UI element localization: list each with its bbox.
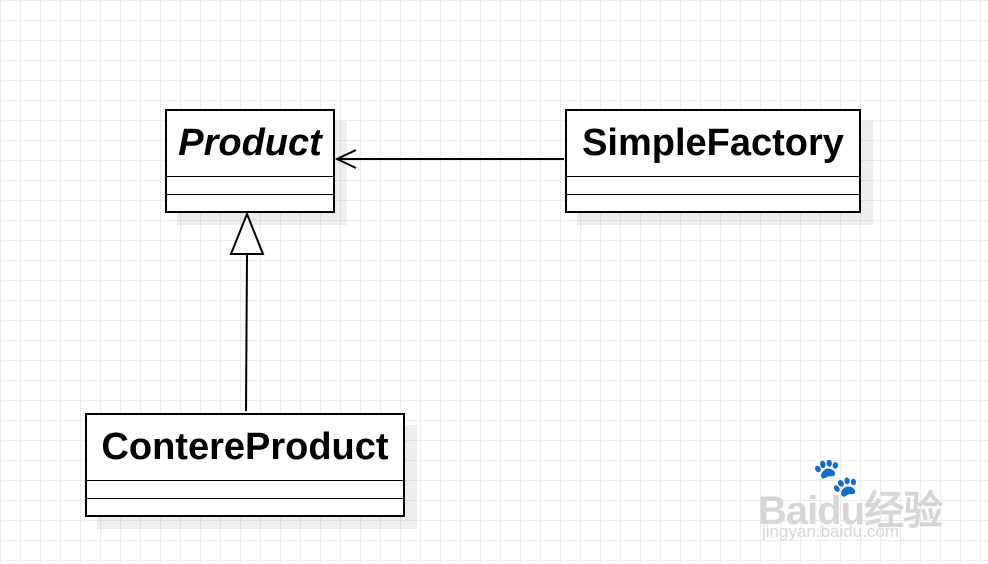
class-contere-product-name: ContereProduct bbox=[87, 415, 403, 481]
class-contere-product-attributes bbox=[87, 481, 403, 499]
class-product-attributes bbox=[167, 177, 333, 195]
paw-logo-icon: 🐾 bbox=[812, 457, 860, 499]
class-simple-factory[interactable]: SimpleFactory bbox=[565, 109, 861, 213]
class-contere-product[interactable]: ContereProduct bbox=[85, 413, 405, 517]
class-simple-factory-operations bbox=[567, 195, 859, 213]
class-product-operations bbox=[167, 195, 333, 213]
watermark-brand: Baidu经验 bbox=[758, 489, 943, 533]
class-simple-factory-attributes bbox=[567, 177, 859, 195]
class-product-name: Product bbox=[167, 111, 333, 177]
class-simple-factory-name: SimpleFactory bbox=[567, 111, 859, 177]
class-product[interactable]: Product bbox=[165, 109, 335, 213]
baidu-jingyan-watermark: 🐾 Baidu经验 jingyan.baidu.com bbox=[752, 456, 952, 546]
dependency-arrow[interactable] bbox=[334, 149, 564, 169]
watermark-site: jingyan.baidu.com bbox=[762, 522, 900, 541]
generalization-arrow[interactable] bbox=[229, 211, 265, 412]
class-contere-product-operations bbox=[87, 499, 403, 517]
